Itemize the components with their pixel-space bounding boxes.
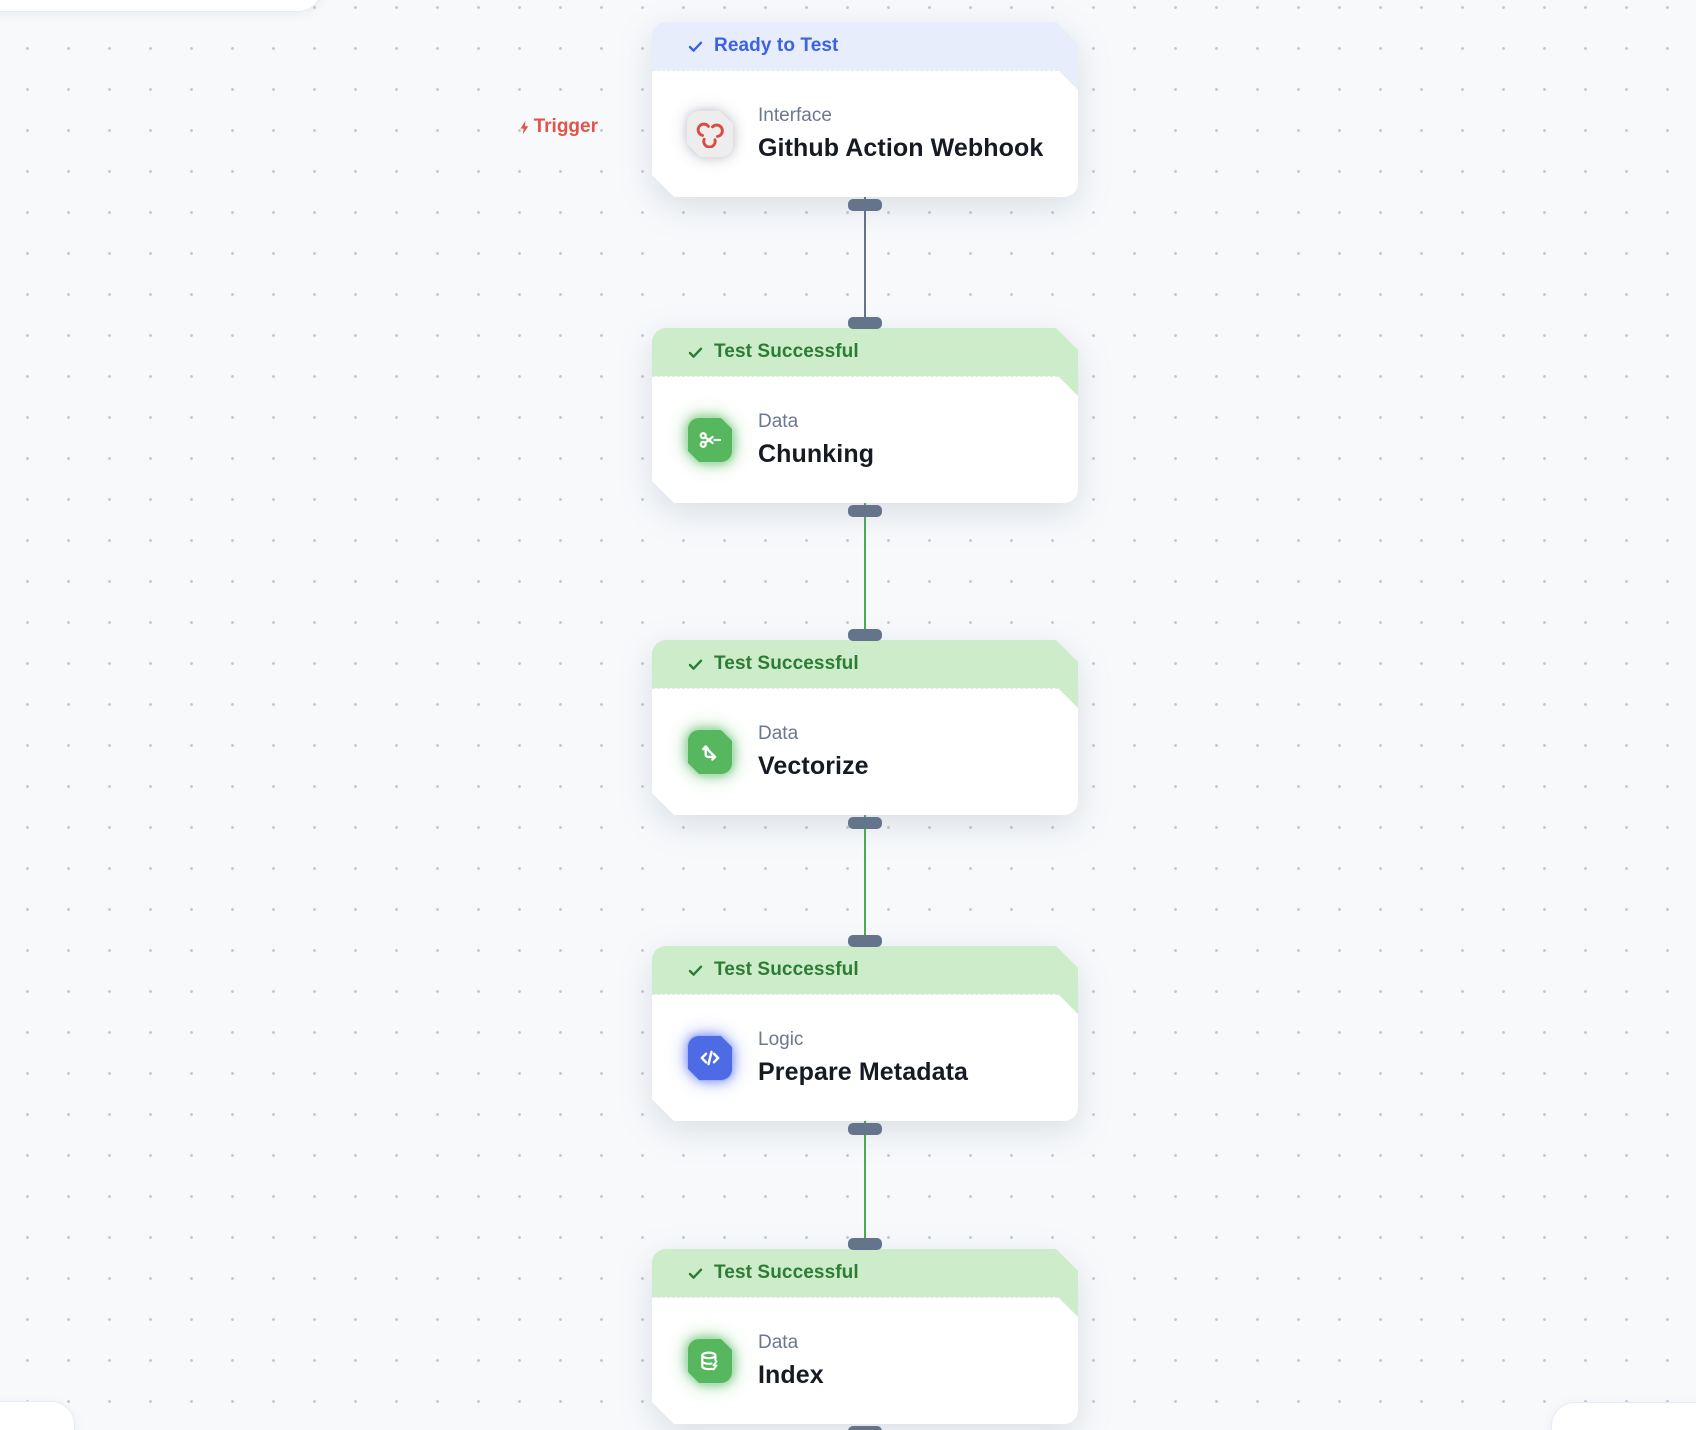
- vector-arrows-icon: [687, 729, 733, 775]
- node-title: Index: [758, 1361, 824, 1389]
- connector-handle-top[interactable]: [848, 1238, 882, 1250]
- connector-line: [864, 815, 866, 946]
- node-title: Github Action Webhook: [758, 134, 1044, 162]
- connector-handle-top[interactable]: [848, 317, 882, 329]
- node-category: Data: [758, 411, 799, 432]
- webhook-icon: [687, 111, 733, 157]
- status-label: Test Successful: [714, 1262, 859, 1283]
- check-icon: [686, 961, 705, 980]
- status-label: Ready to Test: [714, 35, 839, 56]
- status-label: Test Successful: [714, 653, 859, 674]
- node-body: Data Index: [652, 1297, 1078, 1424]
- trigger-label-text: Trigger: [533, 116, 598, 137]
- connector-handle-bottom[interactable]: [848, 1426, 882, 1430]
- workflow-node-index[interactable]: Test Successful Data Index: [652, 1249, 1078, 1424]
- node-title: Chunking: [758, 440, 875, 468]
- toolbar-panel-top-left: [0, 0, 322, 12]
- workflow-node-prepare-metadata[interactable]: Test Successful Logic Prepare Metadata: [652, 946, 1078, 1121]
- node-category: Data: [758, 723, 799, 744]
- connector-handle-top[interactable]: [848, 935, 882, 947]
- connector-handle-bottom[interactable]: [848, 1123, 882, 1135]
- connector-handle-bottom[interactable]: [848, 817, 882, 829]
- toolbar-panel-bottom-right: [1551, 1402, 1696, 1430]
- connector-handle-bottom[interactable]: [848, 505, 882, 517]
- workflow-node-vectorize[interactable]: Test Successful Data Vectorize: [652, 640, 1078, 815]
- trigger-label: Trigger: [470, 116, 598, 138]
- check-icon: [686, 37, 705, 56]
- connector-line: [864, 197, 866, 328]
- toolbar-panel-bottom-left: [0, 1401, 75, 1430]
- lightning-icon: [520, 120, 528, 134]
- node-body: Interface Github Action Webhook: [652, 70, 1078, 197]
- node-body: Logic Prepare Metadata: [652, 994, 1078, 1121]
- node-title: Vectorize: [758, 752, 869, 780]
- check-icon: [686, 343, 705, 362]
- status-label: Test Successful: [714, 341, 859, 362]
- node-category: Interface: [758, 105, 832, 126]
- check-icon: [686, 1264, 705, 1283]
- connector-line: [864, 1121, 866, 1249]
- connector-handle-top[interactable]: [848, 629, 882, 641]
- database-bolt-icon: [687, 1338, 733, 1384]
- connector-line: [864, 503, 866, 640]
- workflow-node-github-action-webhook[interactable]: Ready to Test Interface Github Action We…: [652, 22, 1078, 197]
- node-title: Prepare Metadata: [758, 1058, 969, 1086]
- code-icon: [687, 1035, 733, 1081]
- node-body: Data Vectorize: [652, 688, 1078, 815]
- connector-handle-bottom[interactable]: [848, 199, 882, 211]
- node-body: Data Chunking: [652, 376, 1078, 503]
- workflow-node-chunking[interactable]: Test Successful Data Chunking: [652, 328, 1078, 503]
- scissors-icon: [687, 417, 733, 463]
- check-icon: [686, 655, 705, 674]
- node-category: Data: [758, 1332, 799, 1353]
- node-category: Logic: [758, 1029, 804, 1050]
- status-label: Test Successful: [714, 959, 859, 980]
